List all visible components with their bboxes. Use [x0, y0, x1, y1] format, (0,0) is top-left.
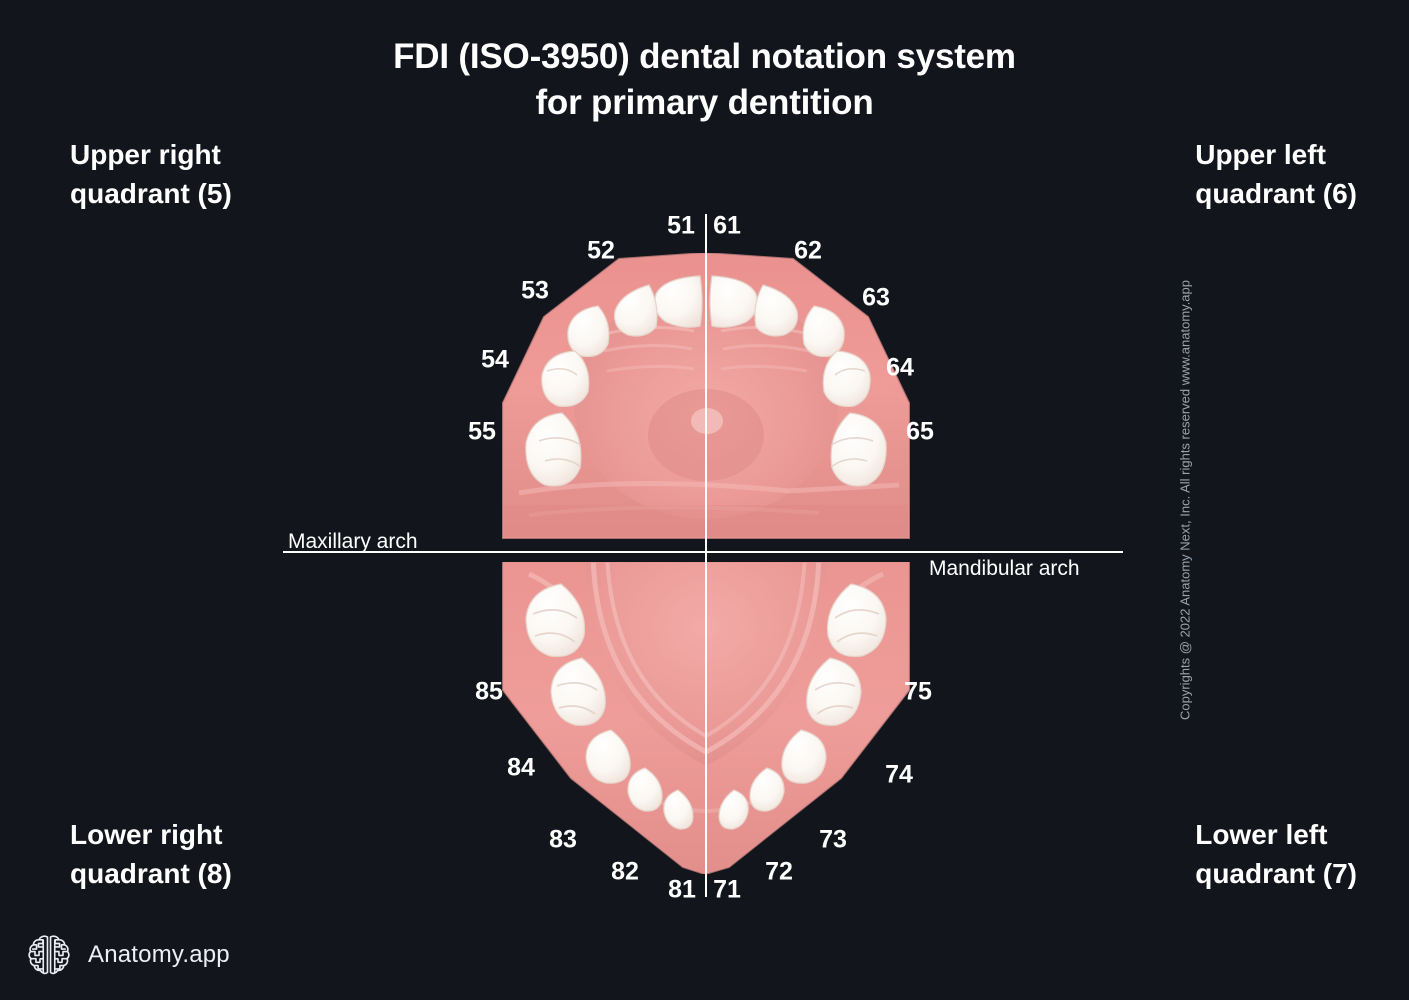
tooth-62	[754, 284, 799, 337]
tooth-83	[585, 729, 631, 784]
mandibular-arch-label: Mandibular arch	[929, 557, 1080, 580]
tooth-71	[718, 789, 749, 830]
tooth-number-51: 51	[667, 211, 695, 240]
tooth-72	[749, 767, 785, 812]
tooth-63	[802, 305, 845, 358]
tooth-54	[541, 350, 590, 408]
brand-logo: Anatomy.app	[26, 932, 230, 978]
page-title: FDI (ISO-3950) dental notation system fo…	[0, 34, 1409, 126]
tooth-65	[830, 412, 887, 487]
tooth-number-72: 72	[765, 857, 793, 886]
tooth-number-84: 84	[507, 753, 535, 782]
quadrant-label-lower-left: Lower left quadrant (7)	[1195, 816, 1357, 893]
quadrant-label-upper-left: Upper left quadrant (6)	[1195, 136, 1357, 213]
tooth-number-73: 73	[819, 825, 847, 854]
tooth-73	[781, 729, 827, 784]
tooth-84	[550, 657, 606, 726]
mandibular-molar-grooves	[532, 609, 880, 715]
quadrant-lower-right-line-2: quadrant (8)	[70, 857, 232, 889]
arch-horizontal-divider	[283, 551, 1123, 553]
tooth-number-53: 53	[521, 276, 549, 305]
tooth-number-52: 52	[587, 236, 615, 265]
quadrant-upper-right-line-1: Upper right	[70, 139, 221, 170]
maxillary-teeth-right	[525, 275, 703, 487]
brain-icon	[28, 935, 70, 975]
tooth-55	[525, 412, 582, 487]
maxillary-dental-cast	[502, 253, 910, 539]
tooth-61	[709, 275, 758, 328]
quadrant-lower-left-line-2: quadrant (7)	[1195, 857, 1357, 889]
quadrant-upper-left-line-2: quadrant (6)	[1195, 177, 1357, 209]
tooth-number-61: 61	[713, 211, 741, 240]
tooth-64	[822, 350, 871, 408]
tooth-number-55: 55	[468, 417, 496, 446]
quadrant-label-lower-right: Lower right quadrant (8)	[70, 816, 232, 893]
tooth-82	[627, 767, 663, 812]
maxillary-arch-label: Maxillary arch	[288, 530, 418, 553]
tooth-52	[613, 284, 658, 337]
copyright-notice: Copyrights @ 2022 Anatomy Next, Inc. All…	[1177, 280, 1193, 720]
tooth-number-83: 83	[549, 825, 577, 854]
mandibular-teeth-left	[718, 583, 887, 830]
quadrant-lower-right-line-1: Lower right	[70, 819, 223, 850]
midline-divider-upper	[705, 214, 707, 552]
tooth-number-65: 65	[906, 417, 934, 446]
tooth-number-75: 75	[904, 677, 932, 706]
tooth-number-71: 71	[713, 875, 741, 904]
tooth-74	[806, 657, 862, 726]
quadrant-upper-right-line-2: quadrant (5)	[70, 177, 232, 209]
maxillary-molar-grooves	[538, 367, 874, 468]
quadrant-upper-left-line-1: Upper left	[1195, 139, 1326, 170]
tooth-53	[567, 305, 610, 358]
tooth-number-85: 85	[475, 677, 503, 706]
tooth-number-54: 54	[481, 345, 509, 374]
brand-name: Anatomy.app	[88, 941, 230, 968]
page-title-line-1: FDI (ISO-3950) dental notation system	[393, 37, 1016, 76]
tooth-81	[663, 789, 694, 830]
page-title-line-2: for primary dentition	[535, 83, 874, 123]
maxillary-teeth-left	[709, 275, 887, 487]
tooth-number-63: 63	[862, 283, 890, 312]
tooth-number-64: 64	[886, 353, 914, 382]
tooth-number-81: 81	[668, 875, 696, 904]
tooth-51	[654, 275, 703, 328]
quadrant-label-upper-right: Upper right quadrant (5)	[70, 136, 232, 213]
tooth-number-82: 82	[611, 857, 639, 886]
quadrant-lower-left-line-1: Lower left	[1195, 819, 1328, 850]
tooth-number-74: 74	[885, 760, 913, 789]
midline-divider-lower	[705, 552, 707, 897]
tooth-number-62: 62	[794, 236, 822, 265]
